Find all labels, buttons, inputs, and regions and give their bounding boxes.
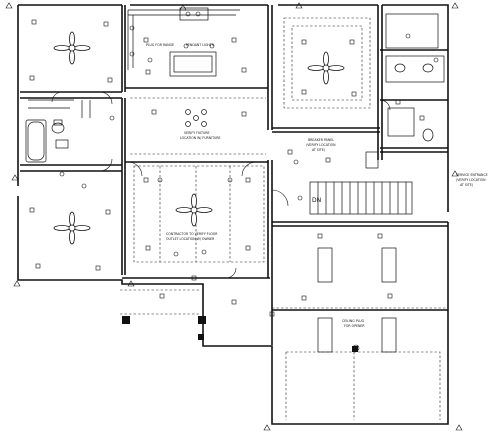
doors bbox=[51, 91, 391, 279]
note-plug-for-range: PLUG FOR RANGE bbox=[146, 43, 174, 47]
note-verify-fixture-1: VERIFY FIXTURE bbox=[184, 131, 210, 135]
fixtures bbox=[25, 7, 445, 353]
columns bbox=[122, 316, 358, 352]
note-pendant-lights: PENDANT LIGHTS bbox=[186, 43, 214, 47]
stair-dn-label: DN bbox=[312, 197, 321, 204]
note-ceiling-plug-2: FOR OPENER bbox=[344, 324, 365, 328]
note-breaker-2: (VERIFY LOCATION bbox=[306, 143, 336, 147]
note-contractor-2: OUTLET LOCATION W/ OWNER bbox=[166, 237, 215, 241]
annotations: PENDANT LIGHTS PLUG FOR RANGE VERIFY FIX… bbox=[146, 43, 488, 328]
note-breaker-3: AT SITE) bbox=[312, 148, 325, 152]
note-service-2: (VERIFY LOCATION bbox=[456, 178, 486, 182]
note-verify-fixture-2: LOCATION W/ FURNITURE bbox=[180, 136, 221, 140]
exterior-markers bbox=[5, 2, 463, 431]
circuit-lines bbox=[120, 17, 448, 420]
chandelier bbox=[185, 109, 207, 127]
note-ceiling-plug-1: CEILING PLUG bbox=[342, 319, 365, 323]
note-service-1: SERVICE ENTRANCE bbox=[456, 173, 488, 177]
note-contractor-1: CONTRACTOR TO VERIFY FLOOR bbox=[166, 232, 218, 236]
ceiling-fans bbox=[53, 31, 345, 245]
note-service-3: AT SITE) bbox=[460, 183, 473, 187]
note-breaker-1: BREAKER PANEL bbox=[308, 138, 334, 142]
outlets bbox=[29, 11, 439, 352]
exterior-walls bbox=[17, 4, 449, 425]
